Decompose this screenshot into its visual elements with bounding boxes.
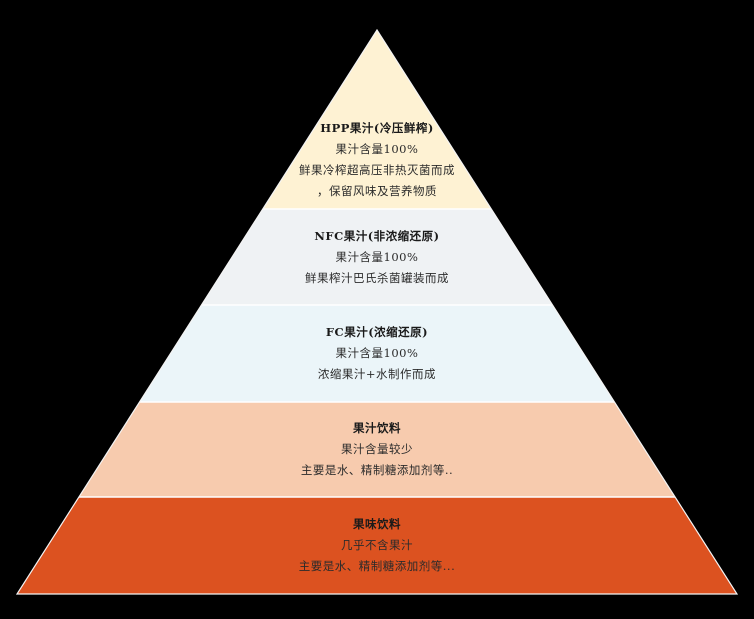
tier-line: 果汁含量100% xyxy=(335,249,419,264)
tier-title: FC果汁(浓缩还原) xyxy=(325,325,429,339)
tier-flavored-drink-shape xyxy=(17,497,737,594)
tier-fc-label: FC果汁(浓缩还原) 果汁含量100% 浓缩果汁+水制作而成 xyxy=(0,322,754,385)
tier-line: 鲜果冷榨超高压非热灭菌而成 xyxy=(299,163,455,177)
pyramid-tiers xyxy=(17,30,737,594)
tier-juice-drink-label: 果汁饮料 果汁含量较少 主要是水、精制糖添加剂等.. xyxy=(0,418,754,481)
tier-title: 果汁饮料 xyxy=(353,421,401,435)
tier-line: 主要是水、精制糖添加剂等.. xyxy=(300,463,454,477)
tier-line: 几乎不含果汁 xyxy=(341,538,413,552)
tier-dividers xyxy=(15,28,739,595)
tier-title: HPP果汁(冷压鲜榨) xyxy=(320,121,434,135)
tier-fc-shape xyxy=(139,305,615,402)
tier-nfc-shape xyxy=(201,209,553,305)
tier-line: 浓缩果汁+水制作而成 xyxy=(317,367,437,381)
tier-title: 果味饮料 xyxy=(353,517,401,531)
tier-line: 果汁含量较少 xyxy=(341,442,413,456)
tier-line: 果汁含量100% xyxy=(335,142,419,156)
tier-line: ，保留风味及营养物质 xyxy=(317,184,437,198)
tier-nfc-label: NFC果汁(非浓缩还原) 果汁含量100% 鲜果榨汁巴氏杀菌罐装而成 xyxy=(0,226,754,289)
pyramid-outline xyxy=(15,28,739,595)
tier-line: 主要是水、精制糖添加剂等... xyxy=(298,559,456,573)
tier-line: 鲜果榨汁巴氏杀菌罐装而成 xyxy=(305,270,449,285)
tier-juice-drink-shape xyxy=(78,402,676,497)
tier-line: 果汁含量100% xyxy=(335,346,419,360)
tier-hpp-shape xyxy=(262,30,492,209)
tier-flavored-drink-label: 果味饮料 几乎不含果汁 主要是水、精制糖添加剂等... xyxy=(0,514,754,577)
tier-title: NFC果汁(非浓缩还原) xyxy=(314,228,440,243)
tier-hpp-label: HPP果汁(冷压鲜榨) 果汁含量100% 鲜果冷榨超高压非热灭菌而成 ，保留风味… xyxy=(0,118,754,202)
